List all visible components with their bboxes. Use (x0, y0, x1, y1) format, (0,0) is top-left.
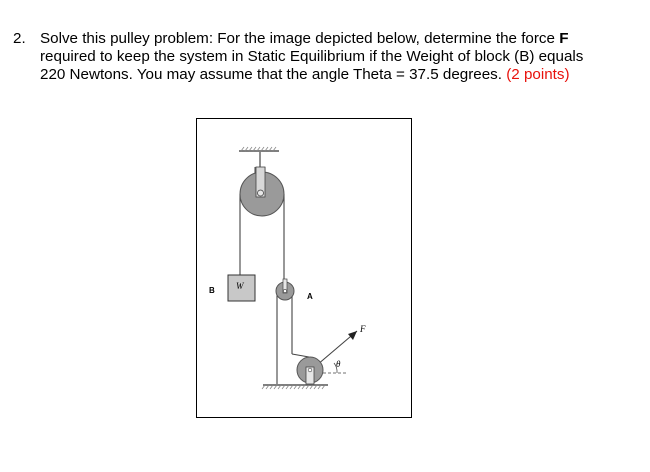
question-text: 2. Solve this pulley problem: For the im… (13, 30, 633, 84)
question-line1: Solve this pulley problem: For the image… (40, 30, 560, 47)
ground (261, 384, 328, 390)
force-arrow (348, 331, 357, 340)
pulley-diagram: W B A (196, 118, 412, 418)
ropes (239, 194, 358, 384)
points-label: (2 points) (506, 66, 570, 83)
force-symbol: F (559, 30, 569, 47)
block-label: B (209, 286, 215, 295)
theta-label: θ (336, 359, 341, 369)
angle-theta (323, 362, 347, 374)
top-pulley (239, 152, 285, 217)
bottom-pulley (296, 356, 324, 385)
question-number: 2. (13, 30, 26, 47)
question-line2: required to keep the system in Static Eq… (40, 48, 584, 65)
pulley-a (275, 278, 295, 301)
question-body: Solve this pulley problem: For the image… (40, 30, 633, 84)
pulley-a-label: A (307, 292, 313, 301)
weight-label: W (236, 281, 245, 291)
question-line3: 220 Newtons. You may assume that the ang… (40, 66, 507, 83)
weight-block: W (227, 274, 256, 302)
ceiling-support (239, 146, 279, 152)
pulley-diagram-svg: W B A (209, 146, 366, 390)
force-label: F (359, 324, 366, 334)
